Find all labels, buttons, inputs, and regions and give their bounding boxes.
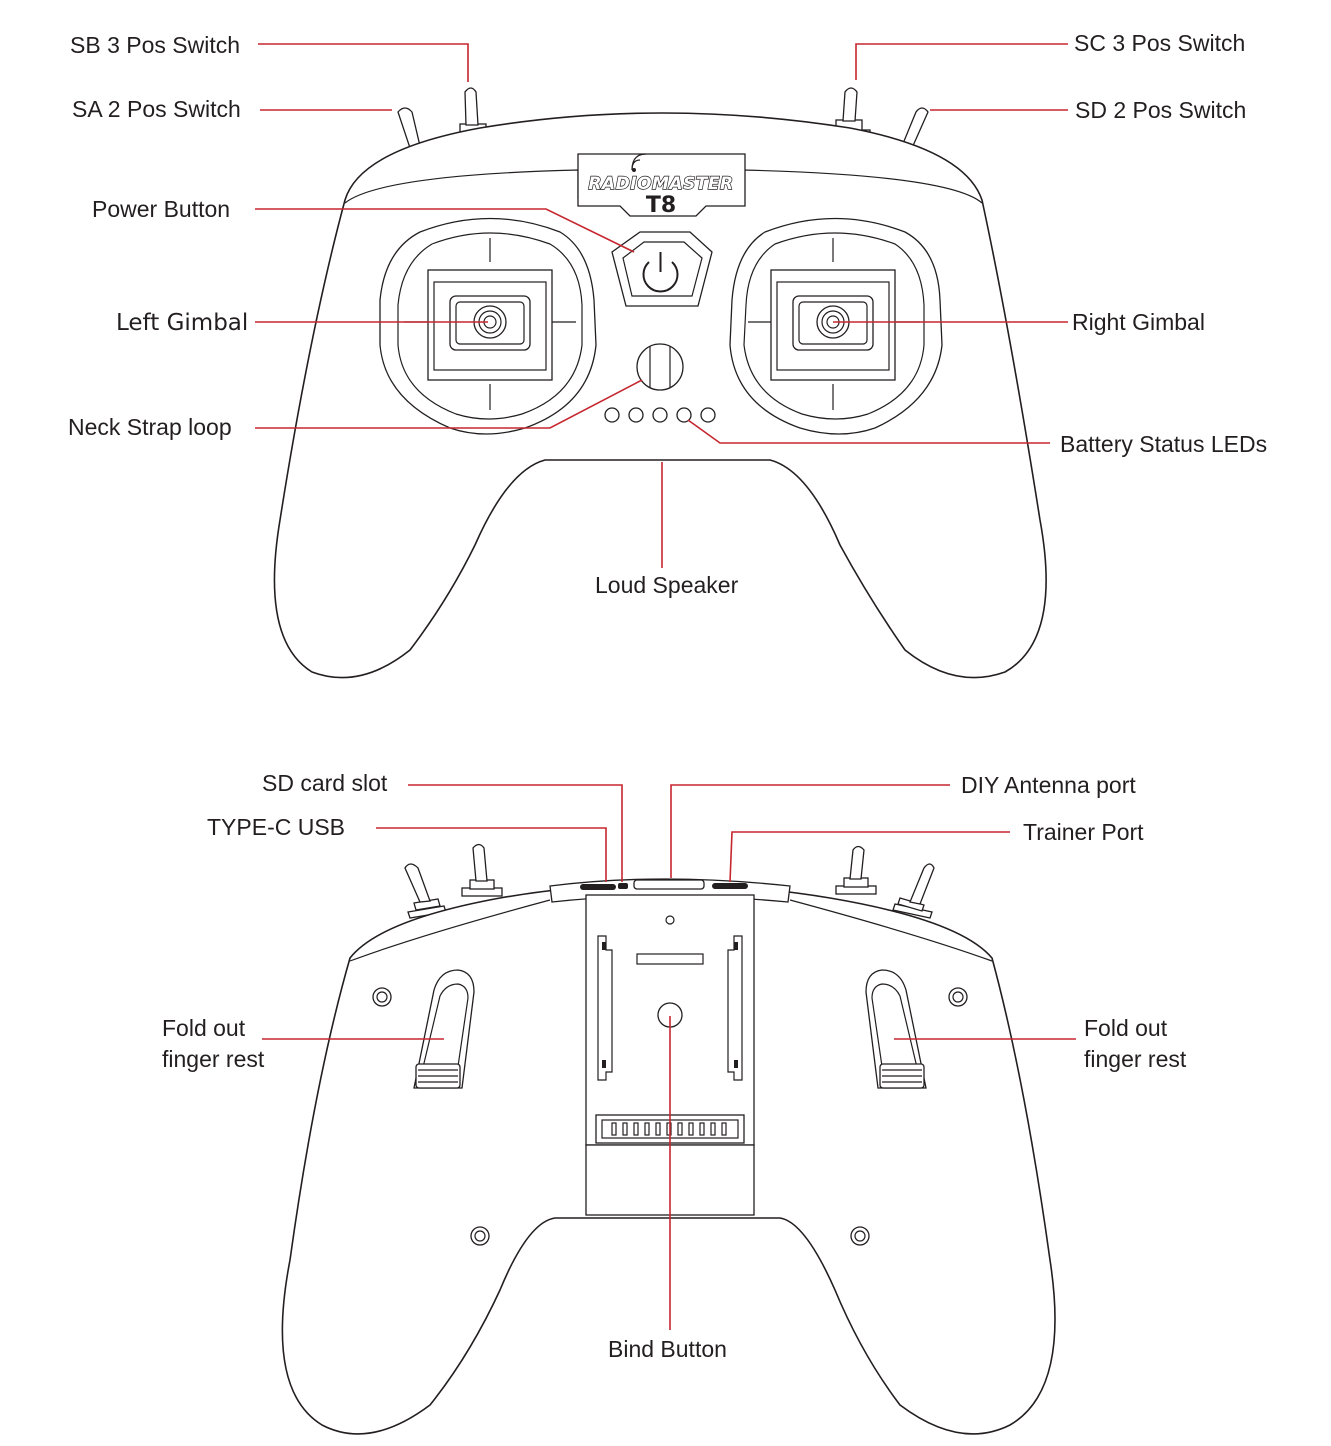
label-sa-switch: SA 2 Pos Switch <box>72 96 241 122</box>
label-neck-strap: Neck Strap loop <box>68 414 232 440</box>
type-c-port <box>580 884 616 890</box>
model-name: T8 <box>646 193 676 218</box>
screw <box>470 1226 490 1246</box>
label-sd-switch: SD 2 Pos Switch <box>1075 97 1246 123</box>
battery-status-leds <box>604 407 716 423</box>
right-gimbal[interactable] <box>729 217 943 435</box>
finger-rest-left[interactable] <box>413 969 475 1089</box>
label-finger-rest-left-2: finger rest <box>162 1046 265 1072</box>
back-switch-right-inner <box>835 845 877 895</box>
finger-rest-right[interactable] <box>865 969 927 1089</box>
connector-pins <box>611 1122 727 1136</box>
led <box>652 407 668 423</box>
left-gimbal[interactable] <box>379 217 597 435</box>
label-left-gimbal: Left Gimbal <box>116 310 248 336</box>
label-type-c-usb: TYPE-C USB <box>207 814 345 840</box>
power-icon <box>642 252 679 293</box>
label-loud-speaker: Loud Speaker <box>595 572 739 598</box>
led <box>700 407 716 423</box>
back-leader-lines <box>262 784 1076 1330</box>
led <box>676 407 692 423</box>
back-view: SD card slot TYPE-C USB DIY Antenna port… <box>162 770 1187 1435</box>
label-sd-card-slot: SD card slot <box>262 770 388 796</box>
screw <box>372 987 392 1007</box>
sd-card-slot <box>618 883 628 889</box>
screw <box>850 1226 870 1246</box>
back-switch-left-inner <box>461 843 503 897</box>
front-leader-lines <box>255 43 1068 568</box>
label-right-gimbal: Right Gimbal <box>1072 309 1205 335</box>
power-button[interactable] <box>611 231 713 307</box>
trainer-port <box>712 883 748 889</box>
front-view: RADIOMASTER T8 <box>68 30 1267 679</box>
back-switch-left-outer <box>404 863 447 919</box>
screw <box>948 987 968 1007</box>
back-switch-right-outer <box>892 863 935 919</box>
label-bind-button: Bind Button <box>608 1336 727 1362</box>
label-battery-leds: Battery Status LEDs <box>1060 431 1267 457</box>
signal-icon <box>631 153 647 172</box>
label-trainer-port: Trainer Port <box>1023 819 1144 845</box>
neck-strap-loop <box>636 343 684 391</box>
label-power-button: Power Button <box>92 196 230 222</box>
led <box>628 407 644 423</box>
label-sb-switch: SB 3 Pos Switch <box>70 32 240 58</box>
label-finger-rest-right-2: finger rest <box>1084 1046 1187 1072</box>
label-diy-antenna: DIY Antenna port <box>961 772 1136 798</box>
antenna-port <box>633 879 705 890</box>
label-finger-rest-left-1: Fold out <box>162 1015 246 1041</box>
brand-name: RADIOMASTER <box>588 174 733 194</box>
brand-badge: RADIOMASTER T8 <box>577 153 746 218</box>
led <box>604 407 620 423</box>
label-finger-rest-right-1: Fold out <box>1084 1015 1168 1041</box>
label-sc-switch: SC 3 Pos Switch <box>1074 30 1245 56</box>
